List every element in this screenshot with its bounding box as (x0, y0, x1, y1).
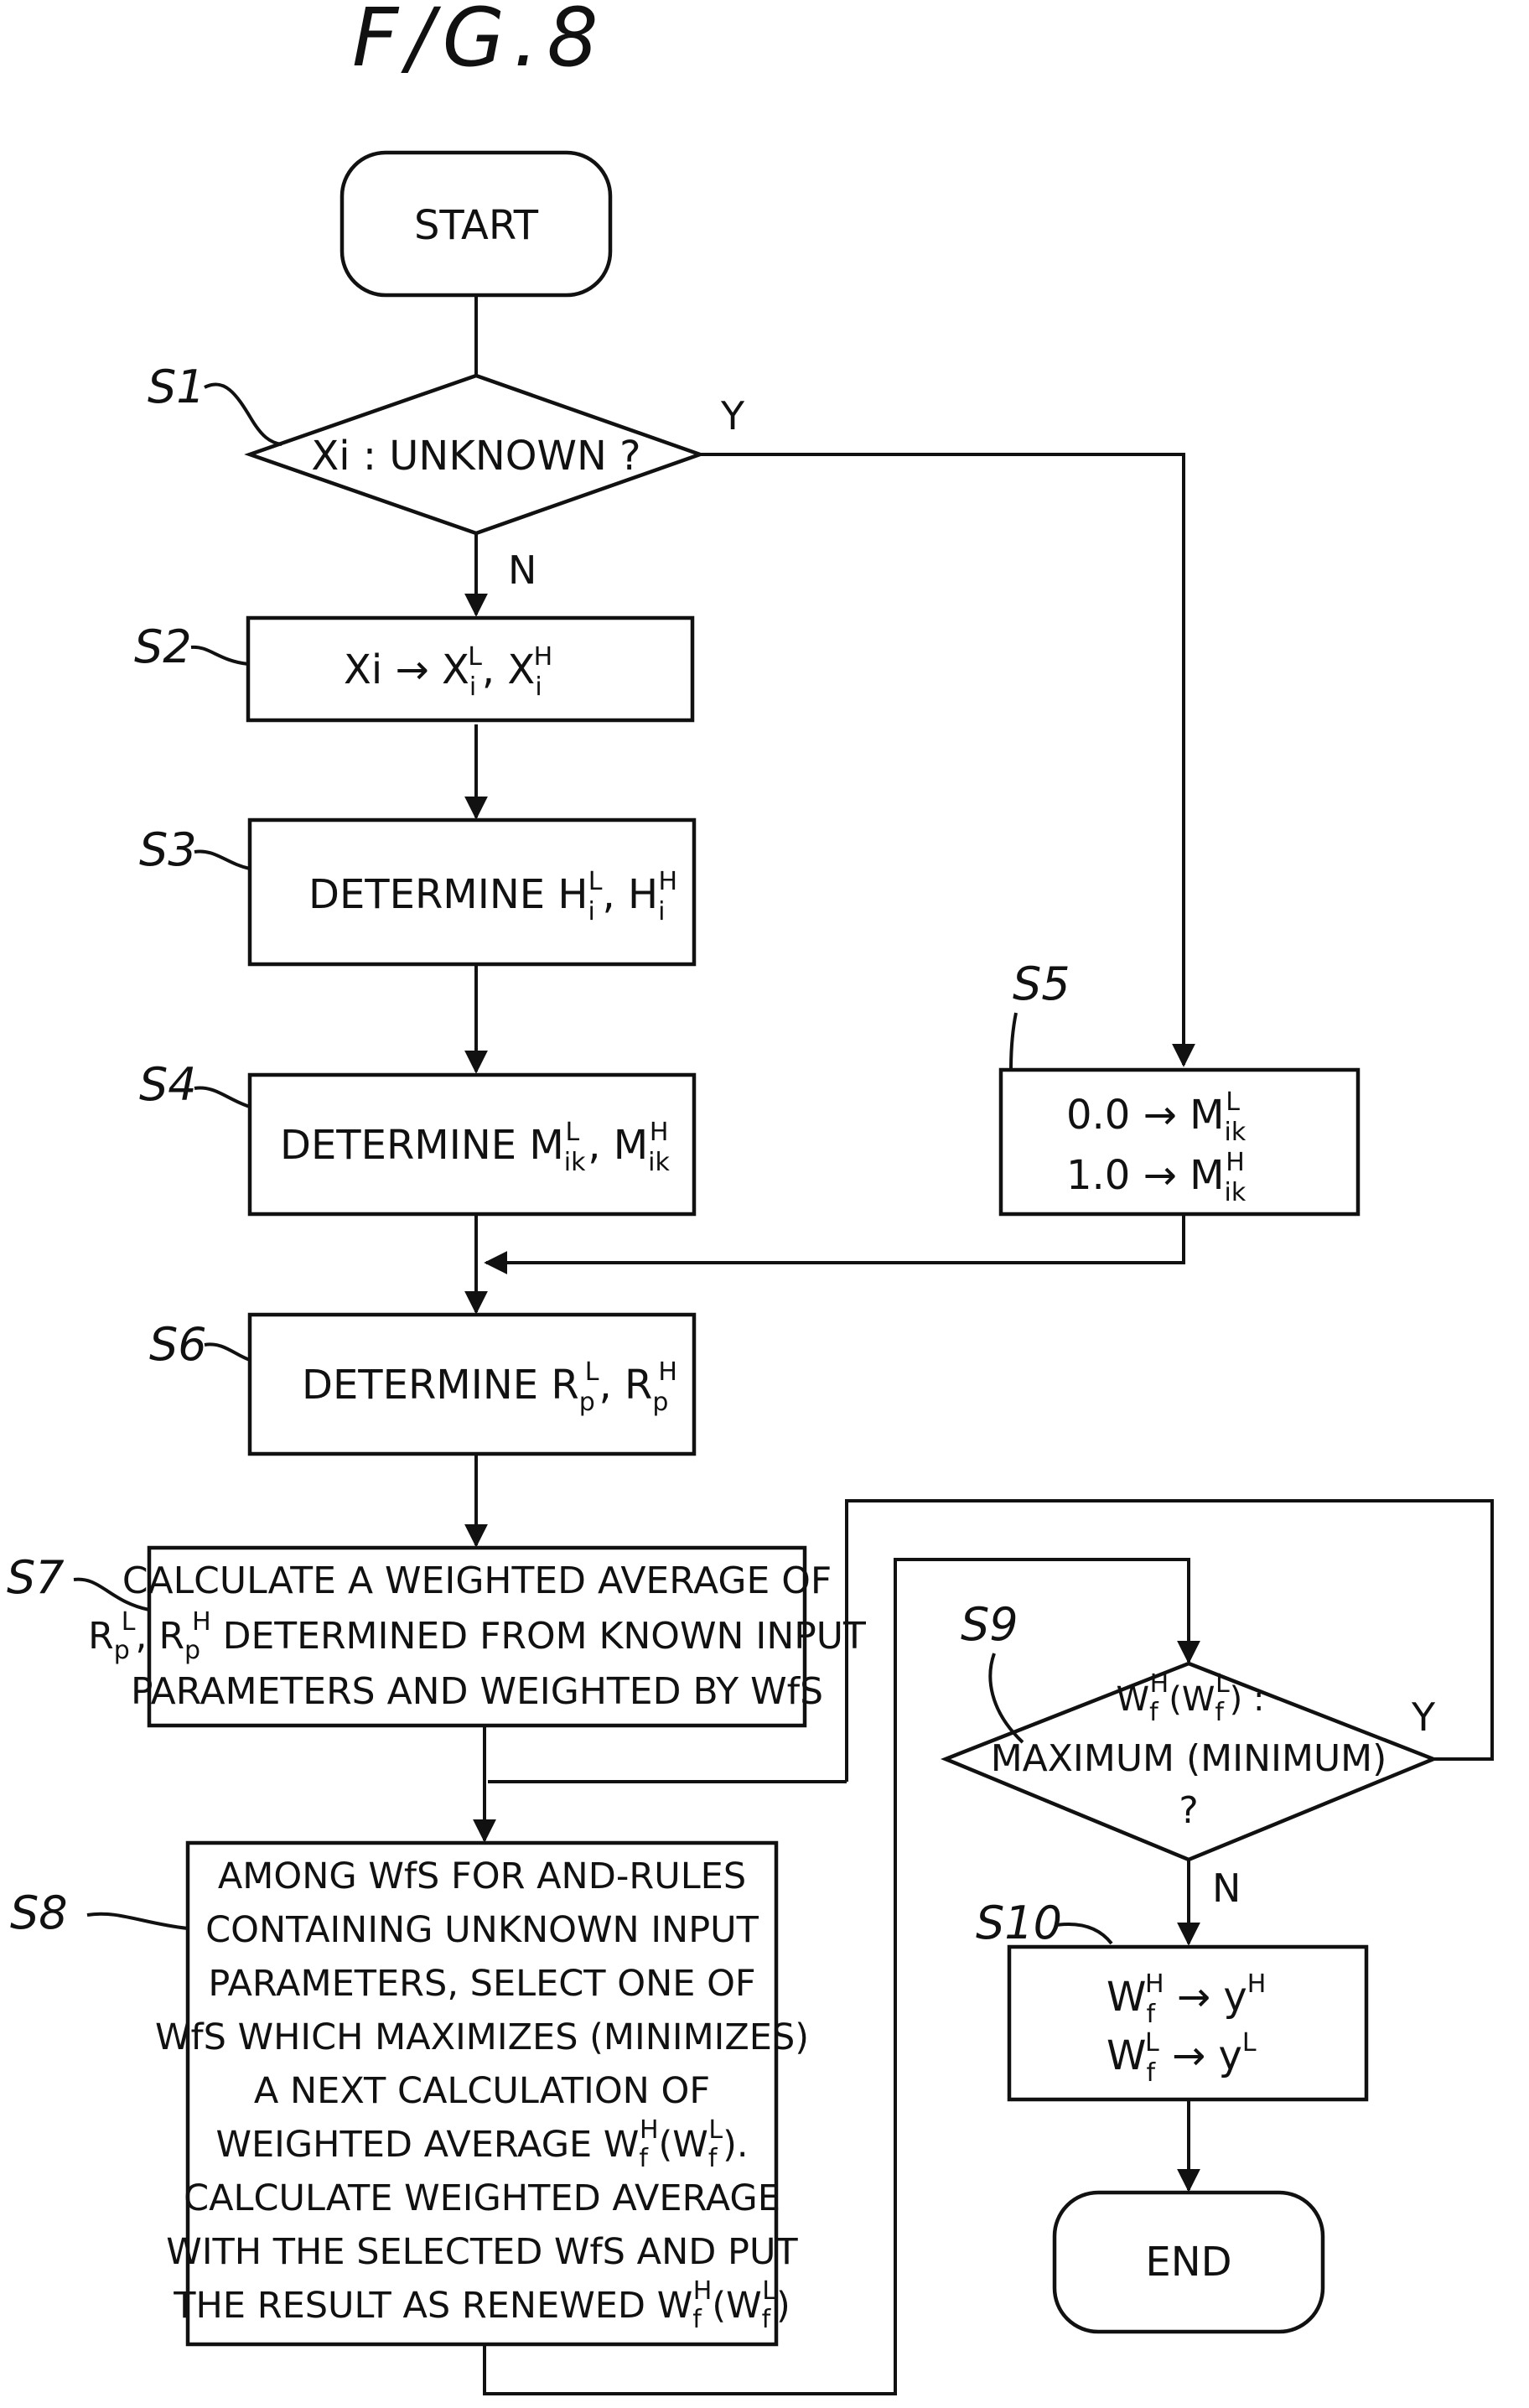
process-s6-text: DETERMINE RpL, RpH (302, 1357, 677, 1417)
process-s2: Xi → XiL, XiH (248, 618, 692, 720)
figure-title: F/G.8 (352, 0, 607, 85)
process-s3-text: DETERMINE HiL, HiH (308, 867, 677, 926)
leader-s2 (191, 647, 248, 664)
process-s2-text: Xi → XiL, XiH (344, 642, 552, 702)
branch-label-s1-no: N (508, 548, 536, 593)
start-text: START (414, 202, 539, 249)
process-s8-line5: A NEXT CALCULATION OF (254, 2070, 710, 2112)
leader-s10 (1056, 1924, 1112, 1944)
step-label-s2: S2 (134, 620, 192, 673)
decision-s9-line3: ? (1179, 1789, 1198, 1832)
leader-s4 (194, 1087, 250, 1107)
process-s10-line2: WfL → yL (1107, 2028, 1257, 2088)
decision-s1-text: Xi : UNKNOWN ? (311, 433, 640, 480)
step-label-s6: S6 (149, 1318, 207, 1371)
step-label-s8: S8 (10, 1886, 68, 1939)
process-s7-line1: CALCULATE A WEIGHTED AVERAGE OF (122, 1559, 832, 1602)
branch-label-s9-yes: Y (1411, 1694, 1436, 1740)
process-s4: DETERMINE MikL, MikH (250, 1075, 694, 1214)
process-s8-line6: WEIGHTED AVERAGE WfH(WfL). (215, 2115, 748, 2173)
decision-s1: Xi : UNKNOWN ? (250, 376, 700, 533)
step-label-s5: S5 (1013, 957, 1070, 1010)
process-s5: 0.0 → MikL 1.0 → MikH (1001, 1070, 1358, 1214)
process-s8-line7: CALCULATE WEIGHTED AVERAGE (184, 2177, 780, 2219)
end-text: END (1145, 2239, 1231, 2286)
process-s4-text: DETERMINE MikL, MikH (280, 1118, 670, 1177)
branch-label-s9-no: N (1212, 1866, 1241, 1911)
leader-s3 (194, 851, 250, 869)
branch-label-s1-yes: Y (720, 393, 745, 439)
process-s8-line8: WITH THE SELECTED WfS AND PUT (166, 2231, 798, 2273)
end-terminal: END (1055, 2193, 1323, 2332)
process-s5-line1: 0.0 → MikL (1066, 1087, 1247, 1147)
step-label-s7: S7 (7, 1551, 65, 1604)
process-s3: DETERMINE HiL, HiH (250, 820, 694, 964)
step-label-s10: S10 (976, 1897, 1062, 1949)
leader-s5 (1011, 1013, 1016, 1070)
process-s6: DETERMINE RpL, RpH (250, 1315, 694, 1454)
process-s7: CALCULATE A WEIGHTED AVERAGE OF RpL, RpH… (88, 1548, 866, 1726)
process-s10-line1: WfH → yH (1107, 1969, 1266, 2029)
step-label-s3: S3 (139, 823, 197, 876)
process-s8-line2: CONTAINING UNKNOWN INPUT (205, 1909, 759, 1951)
process-s10: WfH → yH WfL → yL (1009, 1947, 1366, 2099)
process-s8: AMONG WfS FOR AND-RULES CONTAINING UNKNO… (155, 1843, 809, 2344)
step-label-s4: S4 (139, 1058, 197, 1111)
process-s5-line2: 1.0 → MikH (1066, 1148, 1247, 1207)
process-s8-line3: PARAMETERS, SELECT ONE OF (208, 1963, 755, 2005)
step-label-s9: S9 (961, 1598, 1018, 1651)
process-s7-line3: PARAMETERS AND WEIGHTED BY WfS (131, 1670, 823, 1713)
step-label-s1: S1 (148, 361, 205, 413)
process-s8-line9: THE RESULT AS RENEWED WfH(WfL) (173, 2276, 790, 2334)
process-s8-line1: AMONG WfS FOR AND-RULES (218, 1855, 746, 1897)
process-s8-line4: WfS WHICH MAXIMIZES (MINIMIZES) (155, 2016, 809, 2058)
leader-s6 (205, 1344, 250, 1360)
leader-s8 (87, 1914, 188, 1928)
start-terminal: START (342, 153, 610, 295)
decision-s9: WfH(WfL) : MAXIMUM (MINIMUM) ? (946, 1663, 1433, 1860)
decision-s9-line2: MAXIMUM (MINIMUM) (991, 1737, 1387, 1780)
leader-s1 (205, 384, 282, 444)
